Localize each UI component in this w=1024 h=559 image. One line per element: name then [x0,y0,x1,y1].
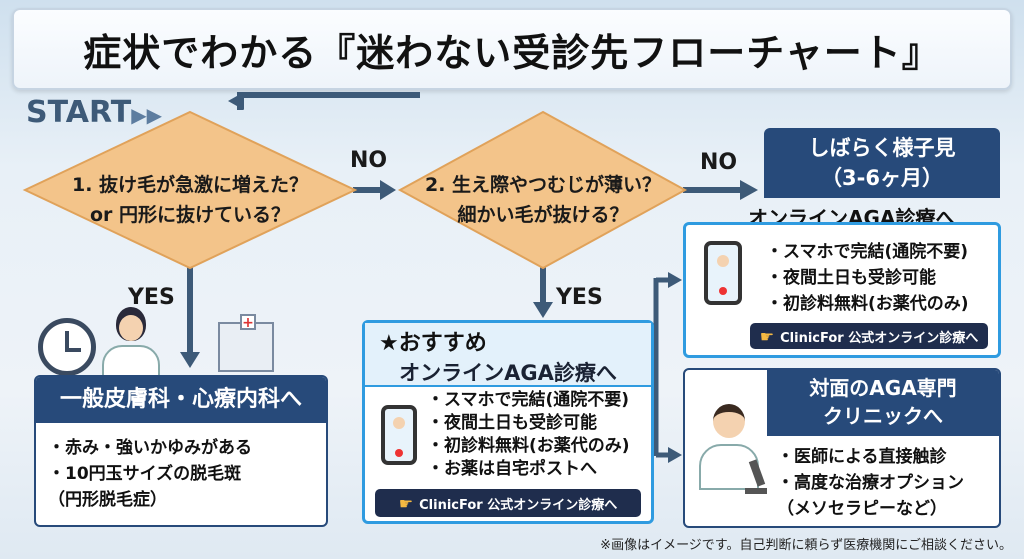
q1-diamond [22,110,358,270]
clinic-bullet: ・医師による直接触診 [777,447,947,467]
hospital-icon: + [218,314,274,372]
wait-heading-line1: しばらく様子見 [808,136,956,160]
dermatology-heading: 一般皮膚科・心療内科へ [36,377,326,423]
doctor-icon [100,305,162,383]
page-title: 症状でわかる『迷わない受診先フローチャート』 [83,30,941,75]
microscope-icon [745,459,767,496]
return-arrowhead [228,92,244,110]
q1-line1: 1. 抜け毛が急激に増えた？ [71,174,309,196]
recommended-cta-label: ClinicFor 公式オンライン診療へ [419,497,618,513]
clinic-heading-line1: 対面のAGA専門 [809,376,957,400]
dermatology-bullet: （円形脱毛症） [48,490,167,510]
q1-line2: or 円形に抜けている？ [89,204,291,226]
smartphone-icon [381,405,417,465]
q1-text: 1. 抜け毛が急激に増えた？ or 円形に抜けている？ [45,170,335,230]
dermatology-bullet: ・赤み・強いかゆみがある [48,438,252,458]
recommended-badge: ★おすすめ [379,331,487,356]
title-banner: 症状でわかる『迷わない受診先フローチャート』 [12,8,1012,90]
wait-bullet: ・夜間土日も受診可能 [766,268,936,288]
q2-text: 2. 生え際やつむじが薄い？ 細かい毛が抜ける？ [410,170,676,230]
wait-bullet: ・スマホで完結(通院不要) [766,242,969,262]
footnote: ※画像はイメージです。自己判断に頼らず医療機関にご相談ください。 [600,538,1012,553]
yes-label-2: YES [556,285,603,310]
start-label: START▶▶ [26,95,162,130]
recommended-bullet: ・お薬は自宅ポストへ [427,459,597,479]
wait-heading-line2: （3-6ヶ月） [821,166,943,190]
yes-label-1: YES [128,285,175,310]
clock-icon [38,318,96,376]
wait-bullet: ・初診料無料(お薬代のみ) [766,294,969,314]
recommended-bullet: ・初診料無料(お薬代のみ) [427,436,630,456]
q2-line2: 細かい毛が抜ける？ [457,204,629,226]
recommended-cta-button[interactable]: ☛ ClinicFor 公式オンライン診療へ [375,489,641,517]
dermatology-bullet: ・10円玉サイズの脱毛斑 [48,464,242,484]
smartphone-icon [704,241,742,305]
wait-cta-label: ClinicFor 公式オンライン診療へ [780,330,979,346]
wait-cta-button[interactable]: ☛ ClinicFor 公式オンライン診療へ [750,323,988,349]
clinic-box: 対面のAGA専門 クリニックへ ・医師による直接触診 ・高度な治療オプション （… [683,368,1001,528]
recommended-box: ★おすすめ オンラインAGA診療へ ・スマホで完結(通院不要) ・夜間土日も受診… [362,320,654,524]
recommended-bullet: ・スマホで完結(通院不要) [427,390,630,410]
clinic-bullet: ・高度な治療オプション [777,473,964,493]
wait-heading-box: しばらく様子見 （3-6ヶ月） [764,128,1000,198]
no-label-1: NO [350,148,388,173]
recommended-heading: オンラインAGA診療へ [399,361,617,385]
wait-box: ・スマホで完結(通院不要) ・夜間土日も受診可能 ・初診料無料(お薬代のみ) ☛… [683,222,1001,358]
q2-line1: 2. 生え際やつむじが薄い？ [424,174,662,196]
pointing-hand-icon: ☛ [759,326,775,346]
recommended-bullet: ・夜間土日も受診可能 [427,413,597,433]
clinic-heading: 対面のAGA専門 クリニックへ [767,370,999,436]
dermatology-box: 一般皮膚科・心療内科へ ・赤み・強いかゆみがある ・10円玉サイズの脱毛斑 （円… [34,375,328,527]
doctor-icon [699,400,759,492]
q2-diamond [397,110,688,270]
clinic-heading-line2: クリニックへ [823,404,943,428]
clinic-bullet: （メソセラピーなど） [777,499,947,519]
pointing-hand-icon: ☛ [398,493,414,513]
no-label-2: NO [700,150,738,175]
